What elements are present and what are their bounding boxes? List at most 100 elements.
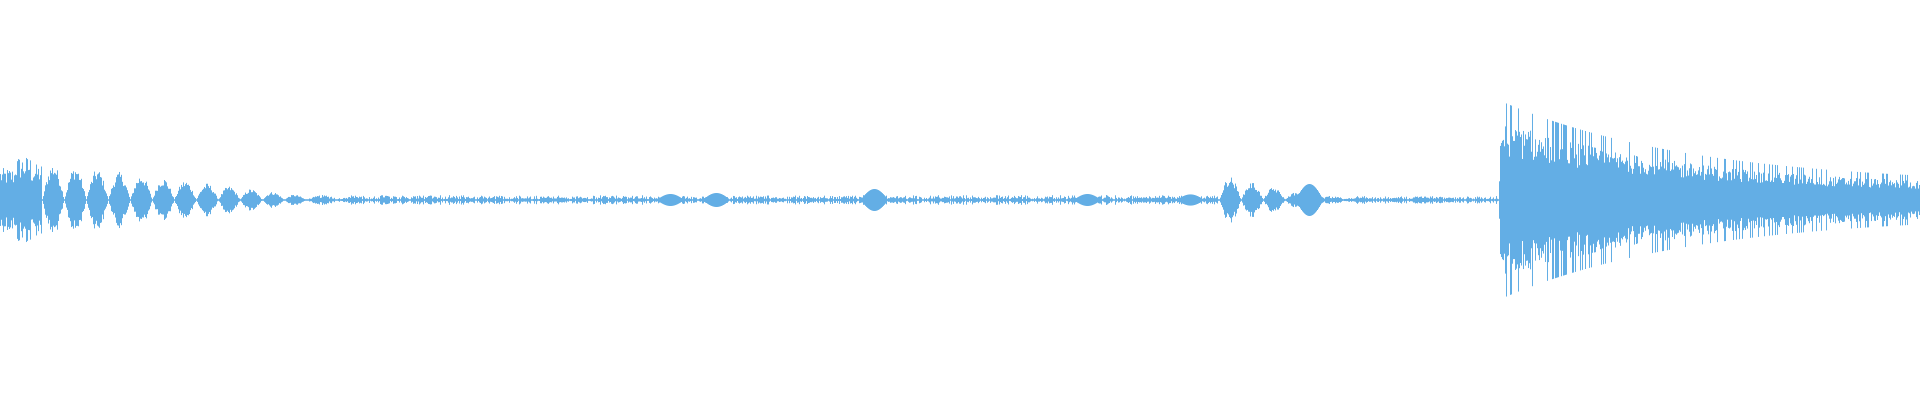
waveform-bar (1335, 196, 1336, 204)
waveform-bar (87, 196, 88, 204)
waveform-bar (1655, 147, 1656, 253)
waveform-bar (1310, 184, 1311, 216)
waveform-bar (397, 199, 398, 201)
waveform-bar (611, 196, 612, 204)
waveform-bar (677, 195, 678, 205)
waveform-bar (197, 198, 198, 202)
waveform-bar (1522, 158, 1523, 242)
waveform-bar (1464, 199, 1465, 201)
waveform-bar (383, 197, 384, 203)
waveform-bar (1847, 184, 1848, 216)
waveform-bar (914, 198, 915, 202)
waveform-bar (1617, 158, 1618, 242)
waveform-bar (553, 196, 554, 204)
waveform-bar (1197, 196, 1198, 204)
waveform-bar (1126, 198, 1127, 202)
waveform-bar (1917, 181, 1918, 219)
waveform-bar (1850, 178, 1851, 222)
waveform-bar (797, 197, 798, 203)
waveform-bar (1676, 165, 1677, 235)
waveform-bar (1387, 198, 1388, 202)
waveform-bar (1748, 181, 1749, 219)
waveform-bar (1224, 185, 1225, 215)
waveform-bar (1260, 195, 1261, 205)
waveform-bar (1619, 157, 1620, 243)
waveform-bar (224, 190, 225, 210)
waveform-bar (1196, 195, 1197, 205)
waveform-bar (1548, 137, 1549, 263)
waveform-bar (293, 195, 294, 205)
waveform-bar (208, 186, 209, 214)
waveform-bar (568, 198, 569, 202)
waveform-bar (1033, 199, 1034, 201)
waveform-bar (1377, 198, 1378, 202)
waveform-bar (1835, 176, 1836, 224)
waveform-bar (552, 198, 553, 202)
waveform-bar (1337, 197, 1338, 203)
waveform-bar (614, 197, 615, 203)
waveform-bar (1003, 198, 1004, 202)
waveform-bar (161, 185, 162, 215)
waveform-bar (836, 198, 837, 202)
waveform-bar (1567, 159, 1568, 241)
waveform-bar (1290, 196, 1291, 204)
waveform-bar (941, 198, 942, 202)
waveform-bar (1563, 124, 1564, 276)
waveform-bar (1340, 197, 1341, 203)
waveform-bar (936, 196, 937, 204)
waveform-bar (1344, 198, 1345, 202)
waveform-bar (581, 197, 582, 203)
waveform-bar (1350, 198, 1351, 202)
waveform-bar (1645, 169, 1646, 231)
waveform-bar (1491, 199, 1492, 201)
waveform-bar (329, 198, 330, 202)
waveform-bar (1012, 197, 1013, 203)
waveform-bar (1903, 180, 1904, 220)
waveform-bar (433, 197, 434, 203)
waveform-bar (410, 199, 411, 201)
waveform-bar (1803, 167, 1804, 233)
waveform-bar (565, 198, 566, 202)
waveform-bar (288, 196, 289, 204)
waveform-bar (300, 196, 301, 204)
waveform-bar (1247, 190, 1248, 210)
waveform-bar (1815, 184, 1816, 216)
waveform-bar (1111, 197, 1112, 203)
waveform-bar (916, 195, 917, 205)
waveform-bar (693, 197, 694, 203)
waveform-bar (1839, 176, 1840, 224)
waveform-bar (1040, 198, 1041, 202)
waveform-bar (970, 197, 971, 203)
waveform-bar (124, 185, 125, 215)
waveform-bar (367, 198, 368, 202)
waveform-bar (71, 172, 72, 228)
waveform-bar (1743, 169, 1744, 231)
waveform-bar (1766, 180, 1767, 220)
waveform-bar (81, 178, 82, 222)
waveform-bar (1211, 197, 1212, 203)
waveform-bar (991, 198, 992, 202)
waveform-bar (1132, 199, 1133, 201)
waveform-bar (1663, 149, 1664, 251)
waveform-bar (506, 198, 507, 202)
waveform-bar (156, 190, 157, 210)
waveform-bar (876, 189, 877, 211)
waveform-bar (898, 198, 899, 202)
waveform-bar (1648, 170, 1649, 230)
waveform-bar (44, 191, 45, 209)
waveform-bar (1308, 184, 1309, 216)
waveform-bar (1702, 155, 1703, 245)
waveform-bar (1257, 191, 1258, 209)
waveform-bar (932, 198, 933, 202)
waveform-bar (1223, 190, 1224, 210)
waveform-bar (16, 175, 17, 225)
waveform-bar (1228, 185, 1229, 215)
waveform-bar (1078, 196, 1079, 204)
waveform-bar (1749, 177, 1750, 223)
waveform-bar (516, 196, 517, 204)
waveform-bar (12, 171, 13, 229)
waveform-bar (1416, 196, 1417, 204)
waveform-bar (1673, 169, 1674, 231)
waveform-bar (1690, 163, 1691, 237)
